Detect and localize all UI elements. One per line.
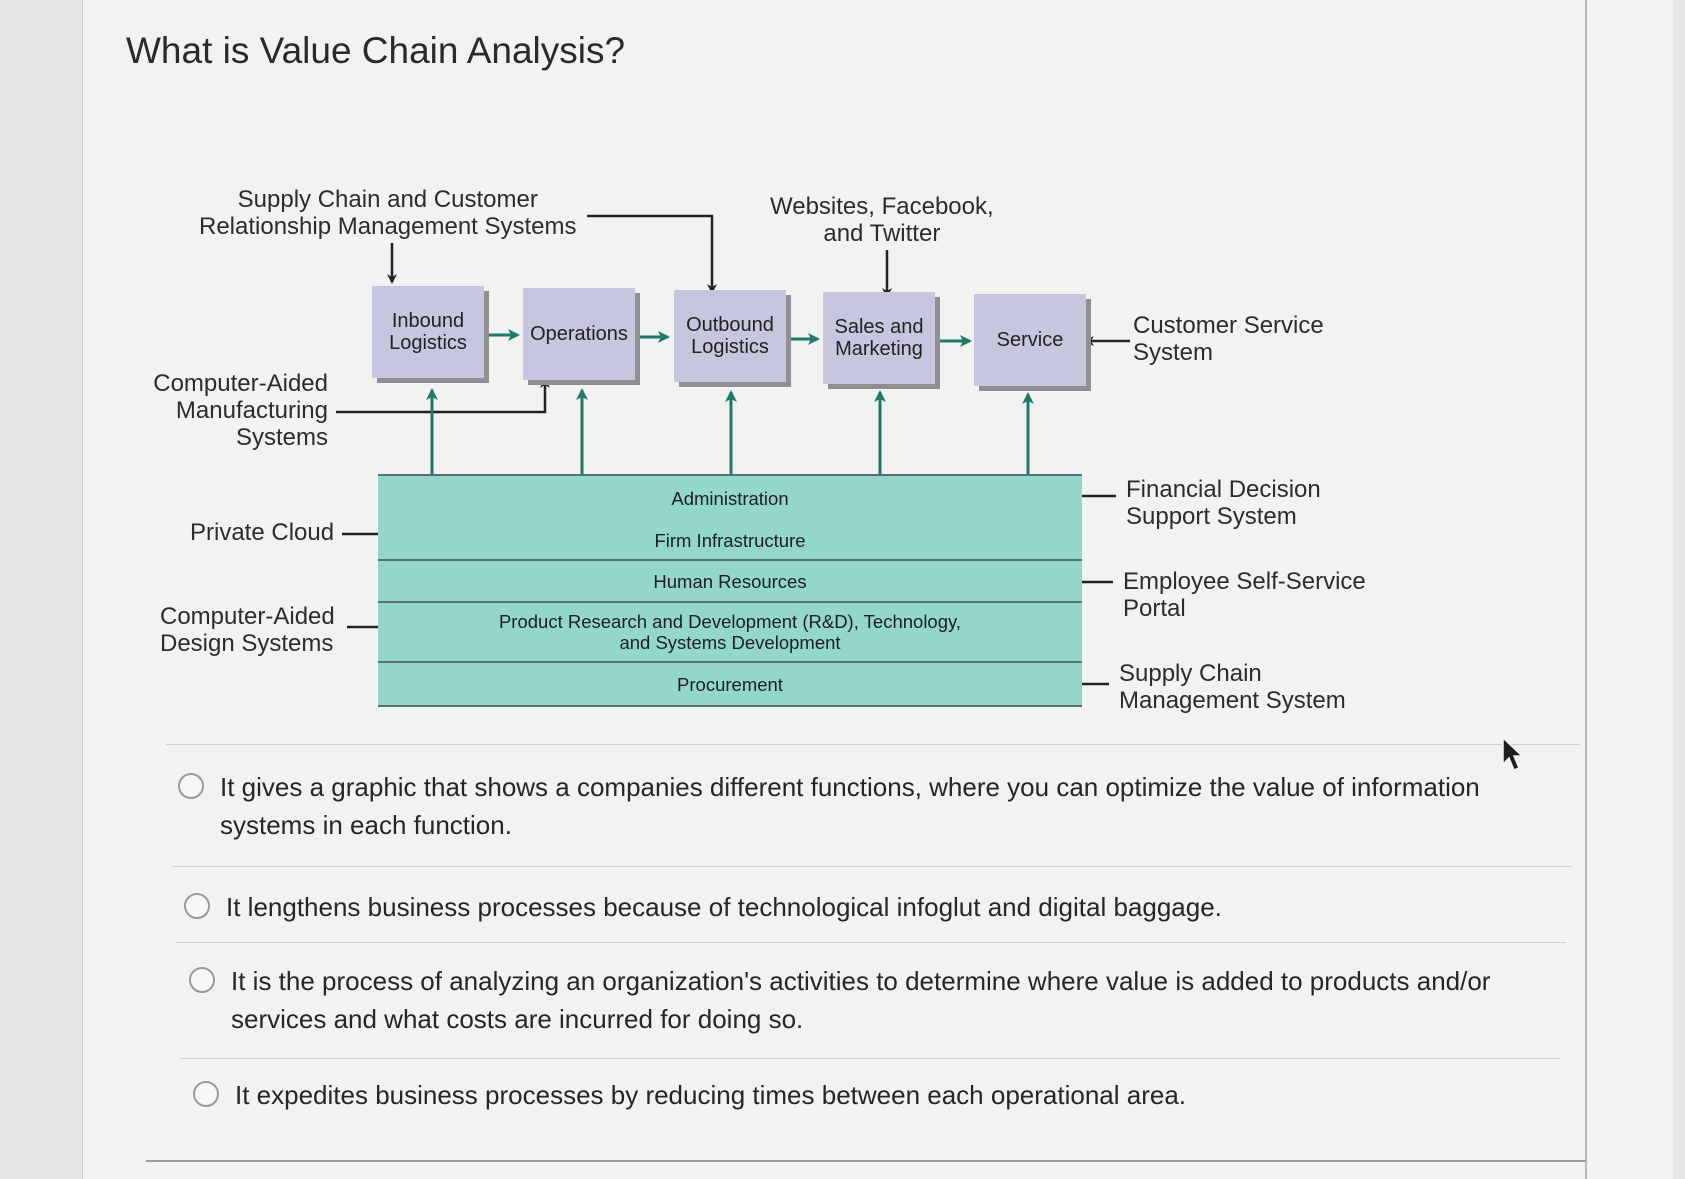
label-cam: Computer-Aided Manufacturing Systems <box>153 370 328 451</box>
option-text: It lengthens business processes because … <box>226 892 1222 922</box>
label-scm-crm: Supply Chain and Customer Relationship M… <box>199 186 577 240</box>
option-text: It expedites business processes by reduc… <box>235 1080 1187 1110</box>
label-employee-portal: Employee Self-Service Portal <box>1123 568 1366 622</box>
label-customer-service: Customer Service System <box>1133 312 1324 366</box>
option-divider <box>166 744 1580 745</box>
option-divider <box>172 866 1572 867</box>
scm-crm-to-outbound-arrow <box>587 214 717 294</box>
option-divider <box>176 942 1566 943</box>
band-administration: Administration <box>378 474 1082 523</box>
question-title: What is Value Chain Analysis? <box>126 30 626 71</box>
box-outbound-logistics: Outbound Logistics <box>674 290 786 382</box>
band-firm-infrastructure: Firm Infrastructure <box>378 521 1082 561</box>
page-edge <box>1585 0 1587 1179</box>
band-procurement: Procurement <box>378 663 1082 707</box>
box-inbound-logistics: Inbound Logistics <box>372 286 484 378</box>
answer-option-3[interactable]: It is the process of analyzing an organi… <box>189 962 1569 1038</box>
label-cad: Computer-Aided Design Systems <box>160 603 335 657</box>
radio-button[interactable] <box>193 1081 219 1107</box>
radio-button[interactable] <box>184 893 210 919</box>
answer-option-4[interactable]: It expedites business processes by reduc… <box>193 1076 1563 1114</box>
option-text: It is the process of analyzing an organi… <box>231 966 1491 1034</box>
mouse-pointer-icon <box>1502 736 1524 771</box>
label-websites-social: Websites, Facebook, and Twitter <box>770 193 994 247</box>
box-operations: Operations <box>523 288 635 380</box>
option-text: It gives a graphic that shows a companie… <box>220 772 1480 840</box>
cam-to-operations-arrow <box>336 378 550 414</box>
label-scm-system: Supply Chain Management System <box>1119 660 1346 714</box>
answer-option-2[interactable]: It lengthens business processes because … <box>184 888 1574 926</box>
option-divider <box>180 1058 1560 1059</box>
radio-button[interactable] <box>189 967 215 993</box>
label-financial-dss: Financial Decision Support System <box>1126 476 1321 530</box>
band-human-resources: Human Resources <box>378 561 1082 603</box>
answer-option-1[interactable]: It gives a graphic that shows a companie… <box>178 768 1578 844</box>
label-private-cloud: Private Cloud <box>190 519 335 546</box>
band-rnd: Product Research and Development (R&D), … <box>378 603 1082 663</box>
page-bottom-divider <box>146 1160 1586 1162</box>
box-sales-marketing: Sales and Marketing <box>823 292 935 384</box>
radio-button[interactable] <box>178 773 204 799</box>
box-service: Service <box>974 294 1086 386</box>
value-chain-diagram: Inbound Logistics Operations Outbound Lo… <box>153 186 1366 714</box>
